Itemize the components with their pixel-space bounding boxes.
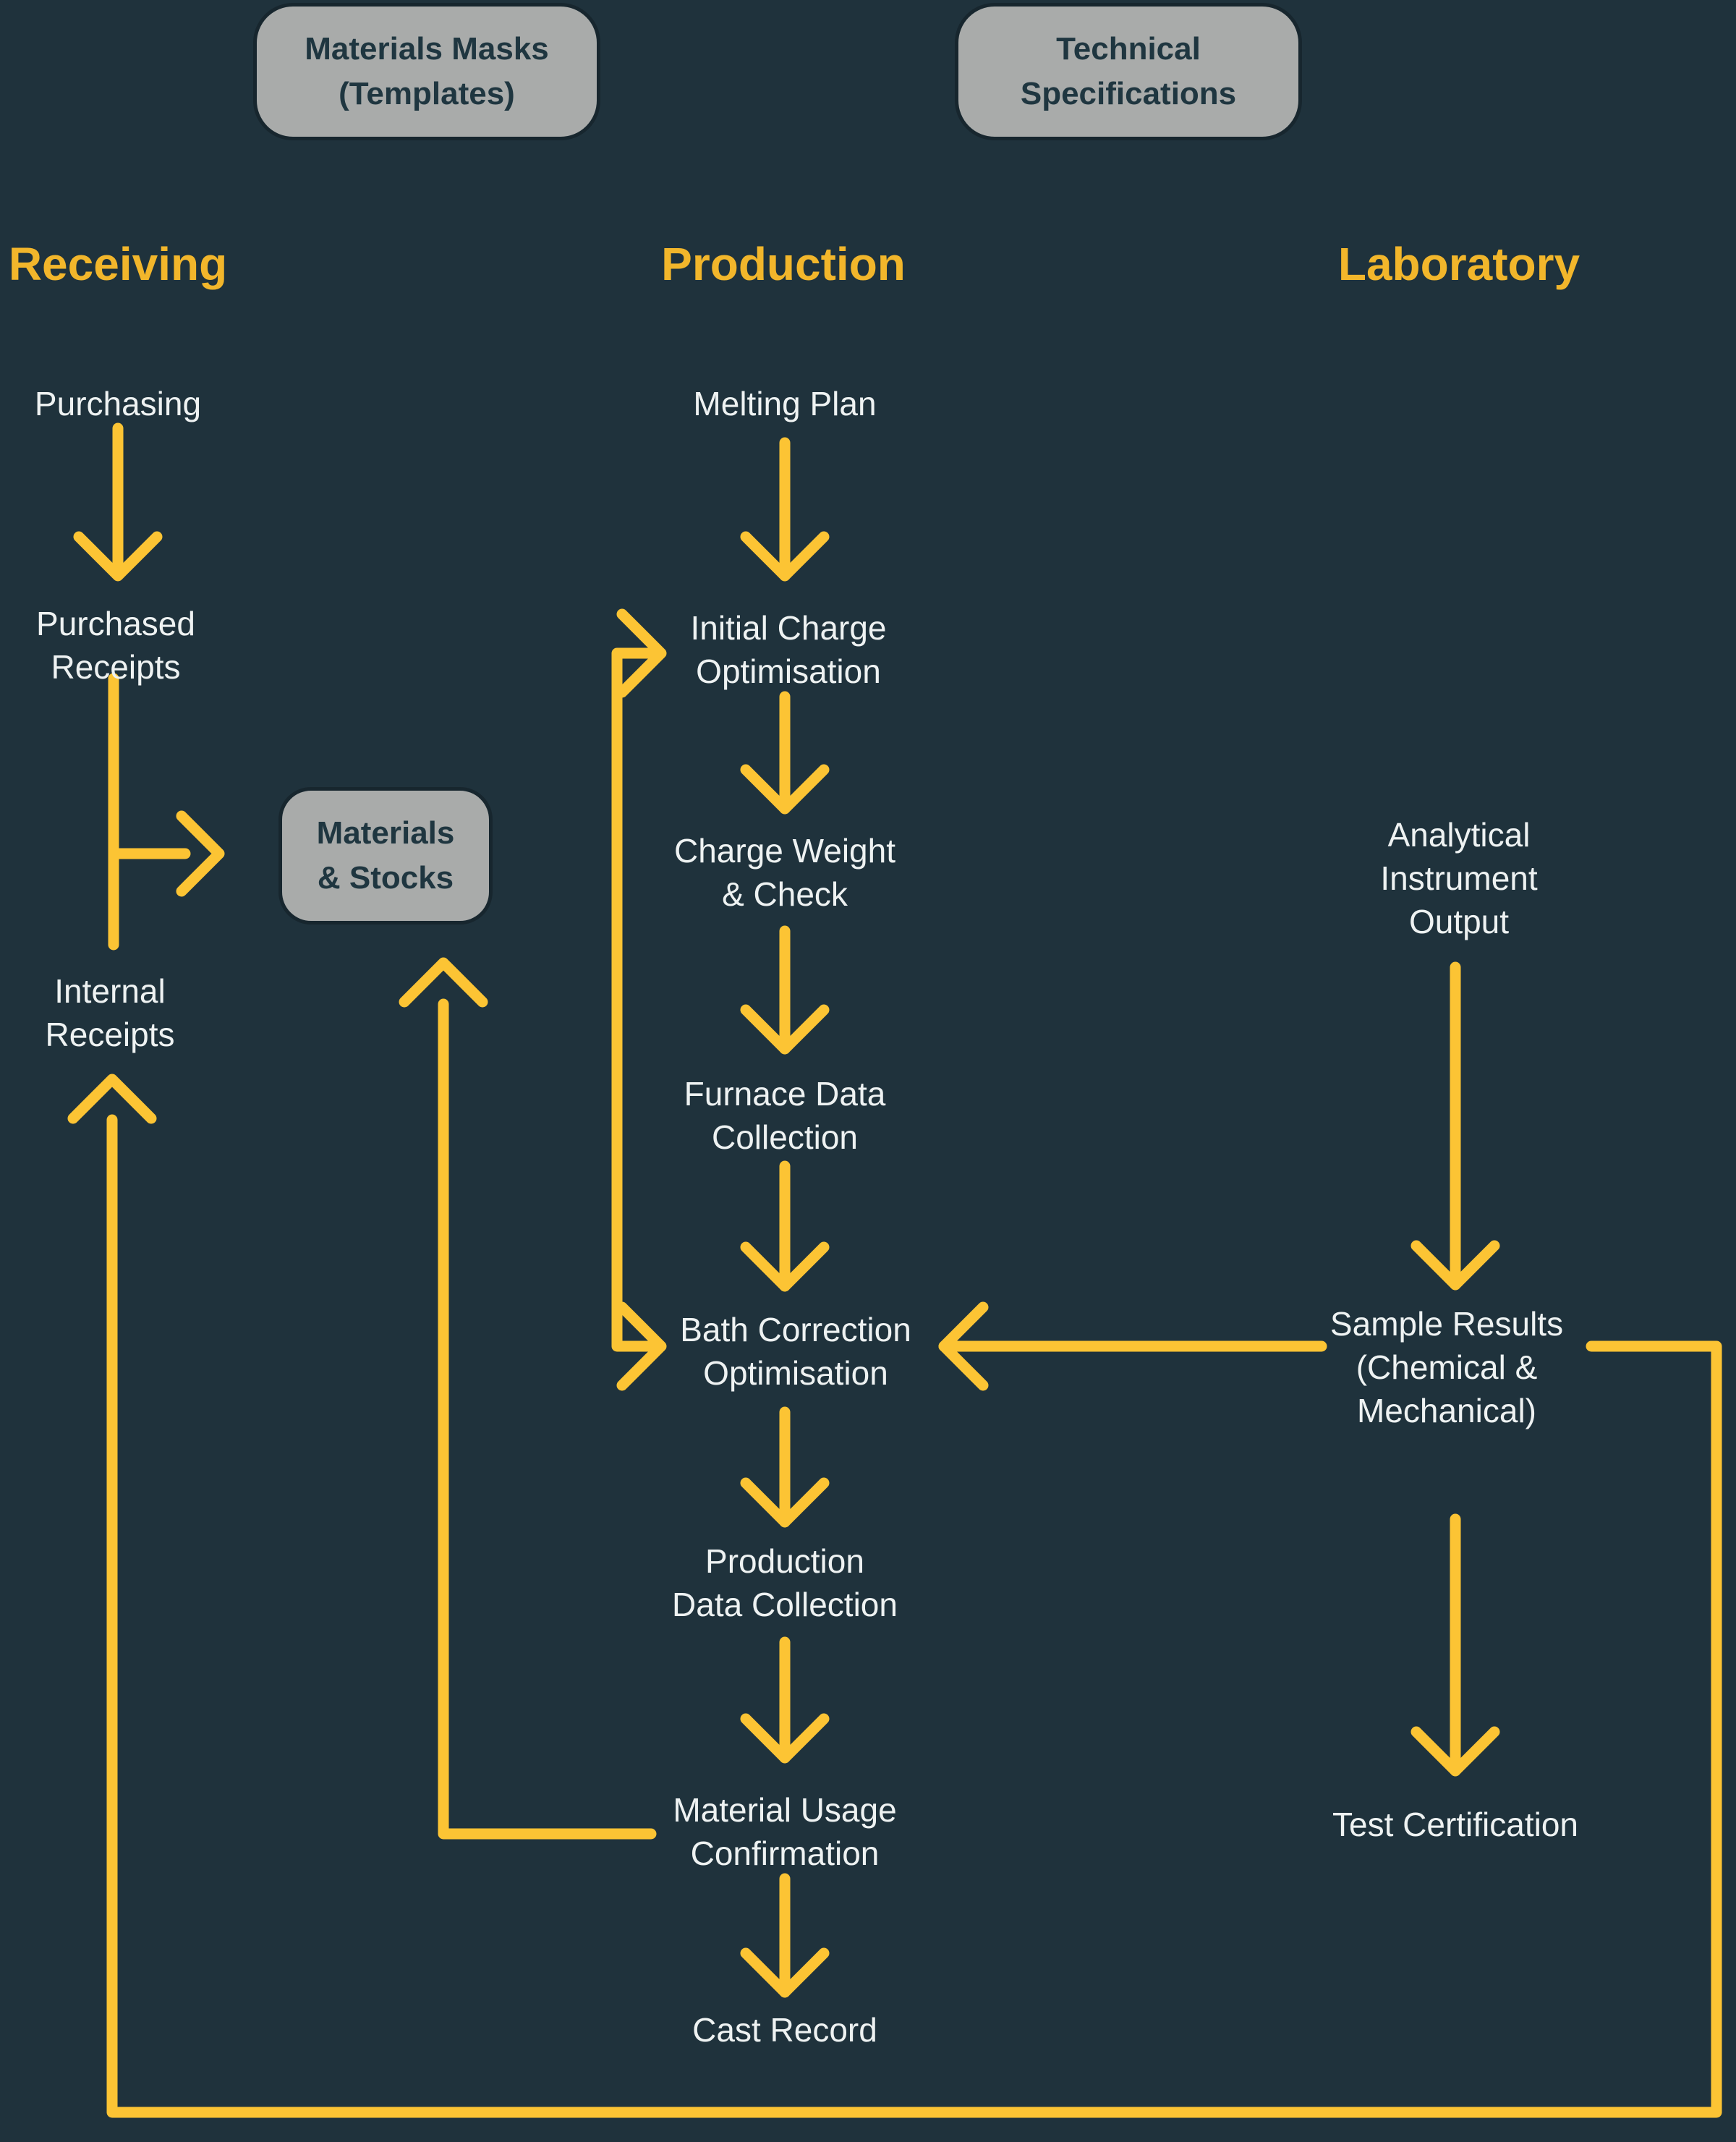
- arrow-furnace-data-head: [740, 1241, 830, 1292]
- feeder-initial-charge-bath-correction: [611, 647, 665, 1352]
- arrow-sample-to-bath-head: [938, 1301, 989, 1391]
- node-test-certification: Test Certification: [1332, 1806, 1579, 1843]
- lane-header-laboratory: Laboratory: [1337, 238, 1580, 290]
- arrow-charge-weight-head: [740, 1004, 830, 1055]
- materials-masks-box: Materials Masks (Templates): [253, 3, 600, 140]
- arrow-bath-correction-head: [740, 1477, 830, 1528]
- node-charge-weight-check: Charge Weight & Check: [674, 832, 895, 913]
- arrow-melting-plan-head: [740, 531, 830, 582]
- node-melting-plan: Melting Plan: [693, 385, 877, 422]
- arrow-branch-head: [176, 810, 225, 897]
- arrow-material-usage-head: [740, 1947, 830, 1998]
- node-initial-charge-optimisation: Initial Charge Optimisation: [690, 609, 887, 690]
- lane-header-production: Production: [661, 238, 906, 290]
- feeder-top-head: [616, 608, 667, 698]
- node-material-usage-confirmation: Material Usage Confirmation: [673, 1791, 897, 1872]
- node-internal-receipts: Internal Receipts: [45, 972, 175, 1053]
- arrow-sample-to-test-cert-head: [1410, 1726, 1500, 1777]
- loop-internal-receipts-head: [67, 1074, 157, 1124]
- materials-stocks-box: Materials & Stocks: [278, 787, 493, 925]
- arrow-production-data-head: [740, 1713, 830, 1764]
- node-analytical-instrument-output: Analytical Instrument Output: [1380, 816, 1538, 940]
- node-sample-results: Sample Results (Chemical & Mechanical): [1329, 1305, 1564, 1429]
- feeder-bottom-head: [616, 1301, 667, 1391]
- lane-header-receiving: Receiving: [8, 238, 228, 290]
- node-purchasing: Purchasing: [34, 385, 202, 422]
- node-cast-record: Cast Record: [692, 2011, 877, 2049]
- arrow-purchasing-head: [73, 531, 163, 582]
- node-furnace-data-collection: Furnace Data Collection: [684, 1075, 886, 1156]
- loop-material-usage-to-materials-stocks: [438, 998, 657, 1840]
- node-production-data-collection: Production Data Collection: [672, 1542, 898, 1623]
- arrow-initial-charge-head: [740, 764, 830, 815]
- loop-materials-stocks-head: [399, 957, 488, 1008]
- loop-sample-results-to-internal-receipts: [106, 1114, 1722, 2118]
- arrow-analytical-to-sample-head: [1410, 1240, 1500, 1291]
- technical-specifications-box: Technical Specifications: [955, 3, 1302, 140]
- node-bath-correction-optimisation: Bath Correction Optimisation: [680, 1311, 911, 1392]
- node-purchased-receipts: Purchased Receipts: [36, 605, 195, 686]
